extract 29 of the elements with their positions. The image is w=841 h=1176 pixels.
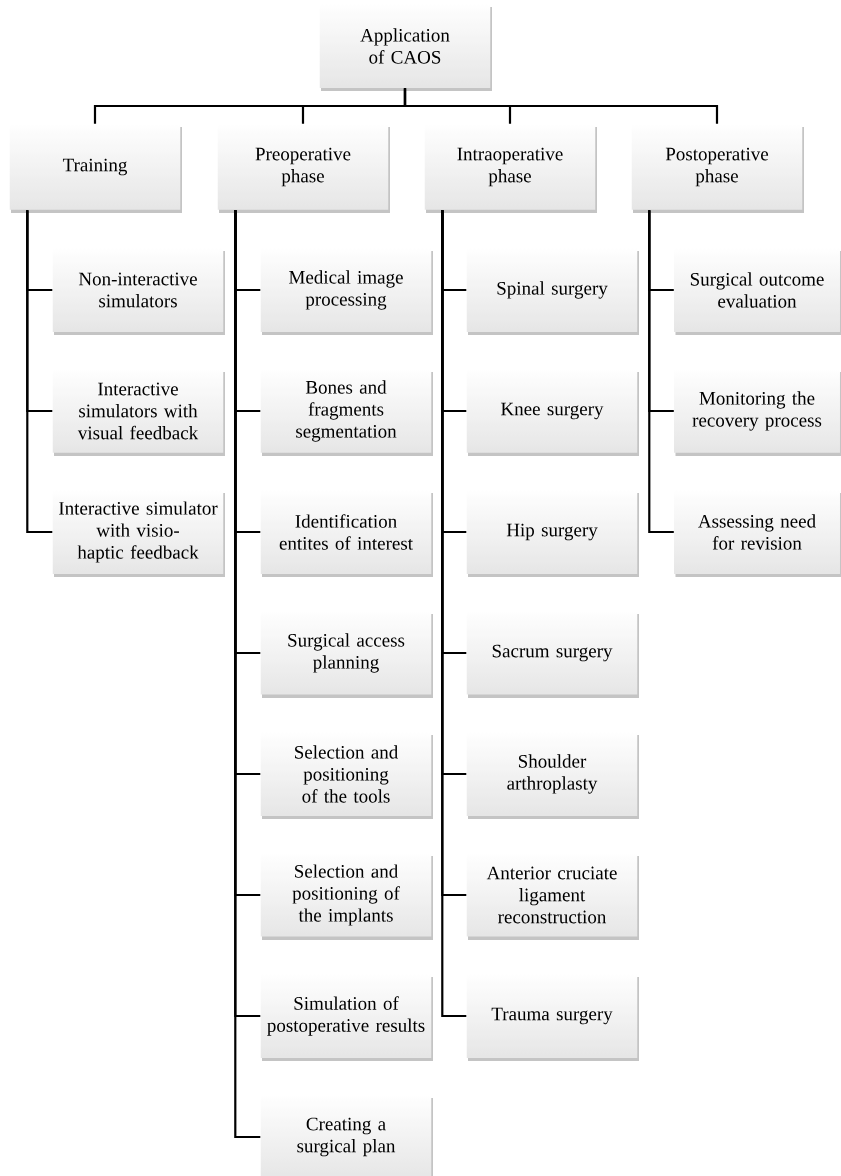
process-box: Selection and positioning of the tools — [260, 732, 433, 819]
process-box: Knee surgery — [466, 369, 639, 456]
process-box: Surgical access planning — [260, 611, 433, 698]
process-box: Creating a surgical plan — [260, 1095, 433, 1176]
process-box: Monitoring the recovery process — [674, 369, 841, 456]
process-box: Preoperative phase — [217, 124, 390, 213]
process-box: Anterior cruciate ligament reconstruction — [466, 853, 639, 940]
process-box: Non-interactive simulators — [52, 248, 225, 335]
process-box: Postoperative phase — [631, 124, 804, 213]
process-box: Sacrum surgery — [466, 611, 639, 698]
process-box: Medical image processing — [260, 248, 433, 335]
process-box: Hip surgery — [466, 490, 639, 577]
process-box: Simulation of postoperative results — [260, 974, 433, 1061]
connector-line — [403, 88, 719, 124]
process-box: Spinal surgery — [466, 248, 639, 335]
connector-line — [648, 210, 674, 534]
process-box: Intraoperative phase — [424, 124, 597, 213]
process-box: Selection and positioning of the implants — [260, 853, 433, 940]
process-box: Surgical outcome evaluation — [674, 248, 841, 335]
process-box: Trauma surgery — [466, 974, 639, 1061]
process-box: Shoulder arthroplasty — [466, 732, 639, 819]
process-box: Assessing need for revision — [674, 490, 841, 577]
process-box: Training — [9, 124, 182, 213]
process-box: Interactive simulators with visual feedback — [52, 369, 225, 456]
process-box: Identification entites of interest — [260, 490, 433, 577]
process-box: Bones and fragments segmentation — [260, 369, 433, 456]
process-box: Application of CAOS — [319, 4, 492, 91]
connector-line — [26, 210, 53, 534]
process-box: Interactive simulator with visio-haptic feedback — [52, 490, 225, 577]
